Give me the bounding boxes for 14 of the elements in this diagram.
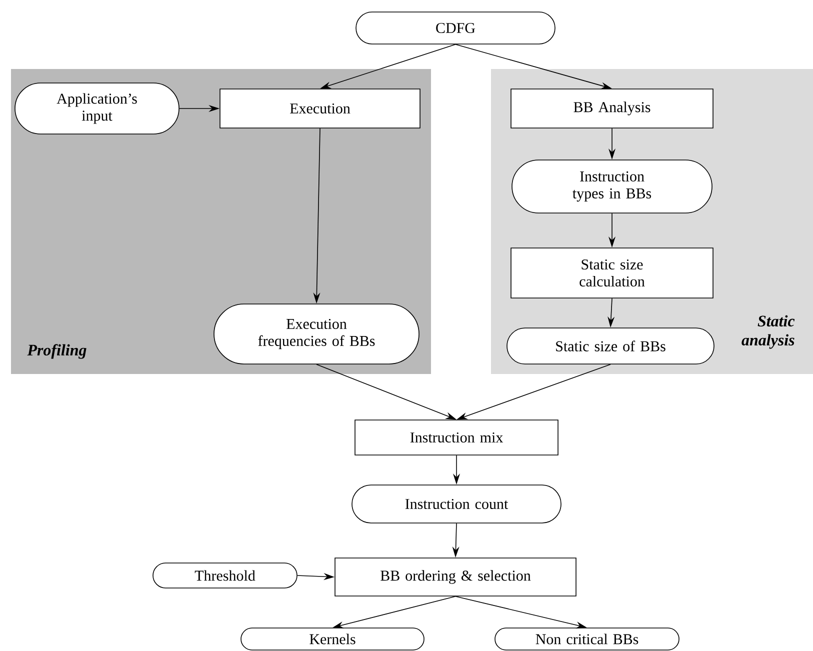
rounded-box: Instruction types in BBs [512, 160, 712, 214]
process-box: BB ordering & selection [334, 558, 576, 596]
process-box: BB Analysis [510, 88, 714, 128]
process-box: Static size calculation [510, 248, 714, 298]
rounded-box: Execution frequencies of BBs [214, 304, 420, 364]
process-box: Instruction mix [354, 420, 558, 456]
rounded-box: Threshold [152, 562, 298, 588]
rounded-box: Kernels [240, 628, 424, 650]
rounded-box: Application’s input [14, 82, 180, 134]
rounded-box: CDFG [356, 12, 556, 44]
process-box: Execution [220, 88, 420, 128]
rounded-box: Instruction count [352, 484, 562, 524]
rounded-box: Static size of BBs [506, 328, 714, 364]
rounded-box: Non critical BBs [494, 628, 680, 650]
